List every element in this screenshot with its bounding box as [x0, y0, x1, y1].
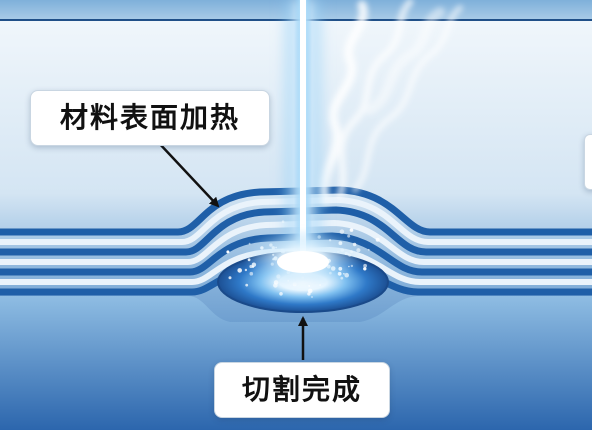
arrow-to-surface [157, 141, 220, 208]
spark [244, 268, 248, 272]
spark [363, 267, 367, 271]
label-cutting-complete: 切割完成 [214, 362, 390, 418]
spark [311, 296, 313, 298]
spark [363, 263, 367, 268]
label-material-surface-heating: 材料表面加热 [30, 90, 270, 146]
layer-line-2 [0, 206, 592, 256]
spark [367, 248, 370, 251]
layer-line-1-highlight [0, 196, 592, 245]
spark [237, 268, 242, 273]
spark [226, 250, 230, 254]
spark [228, 276, 232, 280]
smoke-wisp-2 [336, 0, 414, 199]
smoke-wisp-1 [319, 0, 368, 205]
spark [375, 237, 380, 242]
smoke-wisp-4 [365, 7, 445, 115]
impact-core [277, 251, 329, 273]
smoke-wisp-3 [352, 5, 463, 193]
smoke-plume [319, 0, 463, 205]
partial-label-box [584, 134, 592, 190]
spark [279, 292, 283, 296]
spark [347, 234, 351, 238]
laser-beam-core [300, 0, 306, 258]
spark [307, 288, 313, 294]
spark [349, 228, 354, 232]
spark [339, 229, 345, 234]
spark [245, 283, 249, 287]
